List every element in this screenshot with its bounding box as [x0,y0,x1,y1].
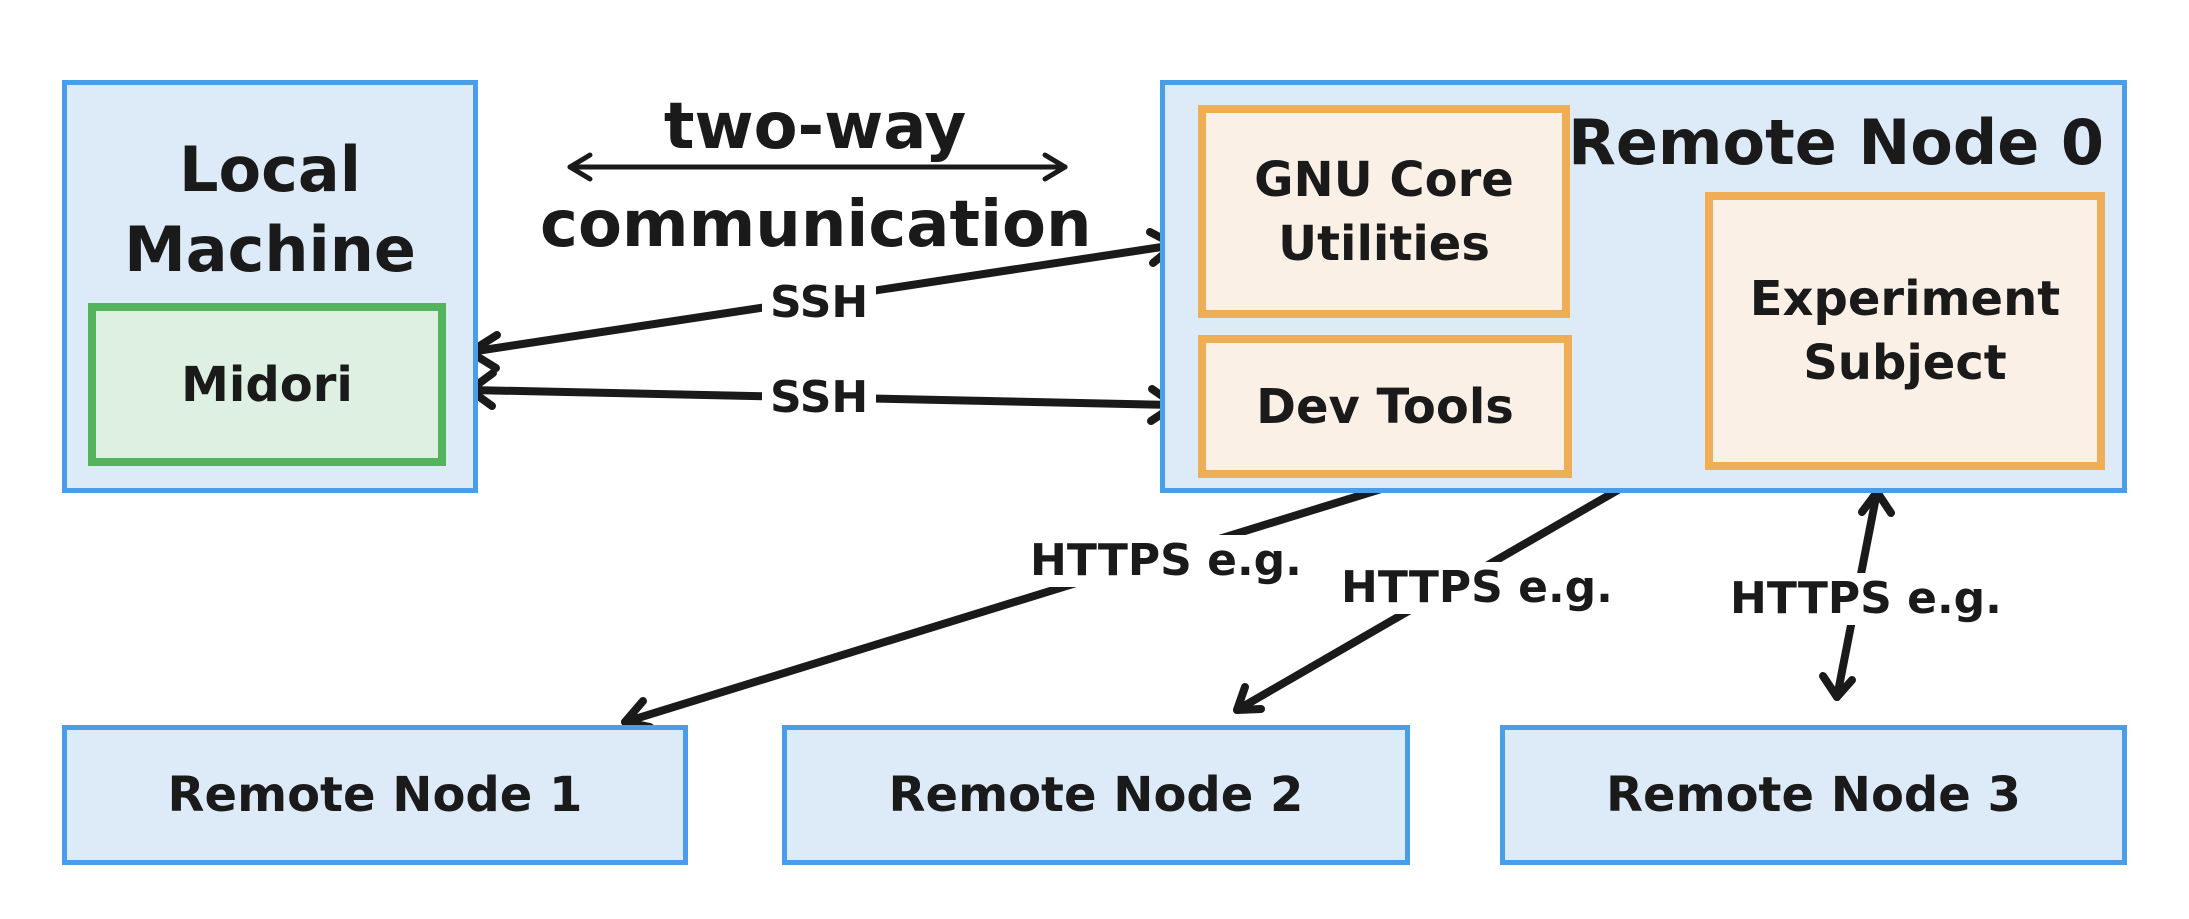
ssh-label-gnu: SSH [762,277,877,329]
experiment-subject-box: Experiment Subject [1705,192,2105,470]
gnu-core-utilities-label: GNU Core Utilities [1254,151,1514,272]
experiment-subject-label: Experiment Subject [1749,271,2061,391]
dev-tools-box: Dev Tools [1198,335,1572,478]
legend-two-way-arrow [567,152,1068,182]
midori-label: Midori [181,356,353,413]
https-label-node1: HTTPS e.g. [1022,535,1310,587]
remote-node-0-title: Remote Node 0 [1568,106,2104,179]
remote-node-1-box: Remote Node 1 [62,725,688,865]
gnu-core-utilities-box: GNU Core Utilities [1198,105,1570,318]
remote-node-3-box: Remote Node 3 [1500,725,2127,865]
remote-node-2-box: Remote Node 2 [782,725,1410,865]
ssh-label-dev: SSH [762,372,877,424]
remote-node-1-label: Remote Node 1 [167,767,583,823]
two-way-communication-label: two-way communication [540,90,1092,262]
https-label-node3: HTTPS e.g. [1722,573,2010,625]
https-label-node2: HTTPS e.g. [1333,562,1621,614]
remote-node-3-label: Remote Node 3 [1606,767,2021,823]
midori-box: Midori [88,303,446,466]
dev-tools-label: Dev Tools [1256,378,1514,435]
remote-node-2-label: Remote Node 2 [888,767,1304,823]
local-machine-title: Local Machine [124,133,416,286]
